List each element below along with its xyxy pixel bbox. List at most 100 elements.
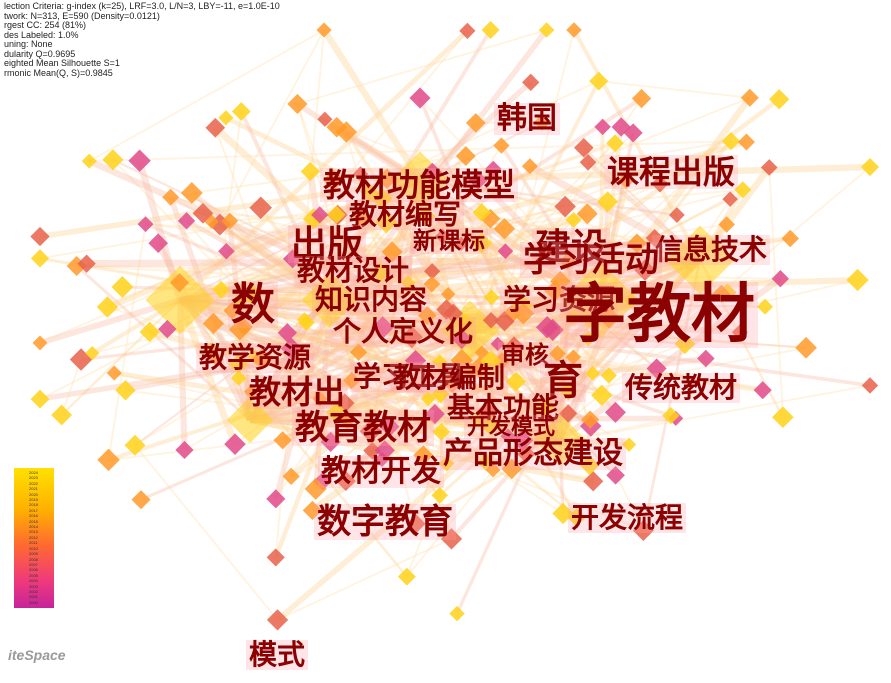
- legend-year-label: 2002: [29, 588, 38, 594]
- network-edge: [239, 110, 332, 301]
- keyword-node: [413, 445, 434, 466]
- keyword-node: [573, 137, 594, 158]
- network-edge: [250, 390, 332, 443]
- network-edge: [289, 327, 472, 479]
- keyword-node: [651, 175, 669, 193]
- keyword-node: [175, 440, 194, 460]
- network-edge: [329, 249, 506, 302]
- keyword-label: 个人定义化: [330, 317, 477, 347]
- network-edge: [106, 176, 422, 310]
- keyword-node: [632, 519, 654, 541]
- network-edge: [469, 328, 871, 388]
- keyword-label: 模式: [246, 640, 309, 670]
- keyword-node: [441, 370, 464, 393]
- keyword-node: [662, 407, 680, 425]
- keyword-label: 育: [540, 360, 586, 402]
- network-edge: [598, 140, 733, 301]
- network-edge: [134, 444, 279, 621]
- keyword-node: [552, 502, 574, 525]
- keyword-node: [124, 434, 146, 456]
- keyword-node: [722, 191, 738, 207]
- network-edge: [60, 299, 181, 416]
- network-edge: [274, 29, 326, 558]
- network-edge: [642, 259, 702, 531]
- network-edge: [238, 277, 781, 380]
- legend-year-label: 2017: [29, 507, 38, 513]
- network-edge: [501, 360, 569, 415]
- keyword-node: [589, 71, 609, 91]
- network-edge: [179, 139, 748, 303]
- keyword-label: 教材编写: [346, 200, 465, 230]
- network-edge: [370, 346, 807, 433]
- network-edge: [489, 29, 575, 362]
- keyword-node: [781, 229, 800, 248]
- network-edge: [344, 178, 424, 421]
- keyword-node: [363, 441, 382, 460]
- network-edge: [419, 163, 871, 184]
- network-edge: [179, 141, 616, 302]
- network-edge: [185, 218, 332, 303]
- keyword-label: 开发模式: [464, 415, 559, 439]
- keyword-node: [846, 268, 869, 292]
- network-edge: [427, 397, 578, 519]
- keyword-node: [795, 336, 817, 359]
- keyword-node: [580, 331, 596, 347]
- hub-node: [561, 261, 639, 339]
- keyword-label: 传统教材: [622, 373, 741, 403]
- keyword-node: [861, 377, 879, 394]
- network-edge: [209, 111, 243, 351]
- keyword-node: [737, 133, 755, 151]
- keyword-node: [493, 352, 511, 370]
- keyword-node: [753, 381, 772, 400]
- keyword-label: 学习资源: [500, 285, 619, 315]
- keyword-node: [451, 328, 473, 350]
- keyword-node: [517, 444, 536, 464]
- keyword-node: [375, 211, 398, 234]
- keyword-node: [455, 146, 476, 166]
- keyword-node: [566, 22, 582, 38]
- keyword-node: [212, 280, 231, 299]
- legend-year-label: 2000: [29, 599, 38, 605]
- network-edge: [112, 158, 471, 331]
- keyword-node: [631, 88, 652, 109]
- keyword-node: [490, 336, 505, 352]
- keyword-node: [30, 389, 50, 409]
- network-edge: [92, 188, 744, 355]
- network-edge: [185, 220, 293, 350]
- stats-line: rgest CC: 254 (81%): [4, 20, 87, 30]
- keyword-node: [441, 286, 456, 302]
- legend-year-label: 2006: [29, 567, 38, 573]
- keyword-node: [231, 102, 251, 121]
- keyword-node: [317, 111, 333, 127]
- network-edge: [210, 296, 601, 354]
- network-edge: [336, 126, 638, 245]
- network-edge: [405, 343, 499, 578]
- network-edge: [214, 127, 332, 443]
- legend-year-label: 2024: [29, 470, 38, 475]
- legend-year-label: 2008: [29, 556, 38, 562]
- keyword-label: 出版: [288, 225, 367, 263]
- network-edge: [220, 288, 561, 442]
- network-edge: [296, 103, 453, 540]
- keyword-node: [296, 312, 312, 328]
- hub-node: [145, 265, 215, 335]
- network-edge: [212, 320, 562, 444]
- keyword-label: 韩国: [494, 103, 560, 135]
- network-edge: [558, 276, 783, 443]
- network-edge: [75, 264, 251, 422]
- network-edge: [328, 298, 443, 433]
- keyword-node: [374, 451, 390, 468]
- network-edge: [556, 261, 571, 441]
- keyword-label: 审核: [498, 342, 552, 368]
- network-edge: [449, 258, 702, 541]
- network-edge: [600, 198, 731, 396]
- network-edge: [277, 537, 452, 621]
- legend-year-label: 2020: [29, 491, 38, 497]
- keyword-node: [236, 318, 253, 336]
- stats-line: twork: N=313, E=590 (Density=0.0121): [4, 10, 160, 21]
- keyword-node: [360, 182, 378, 201]
- network-edge: [415, 228, 506, 525]
- network-edge: [238, 376, 561, 442]
- keyword-node: [645, 229, 664, 247]
- legend-year-label: 2009: [29, 551, 38, 557]
